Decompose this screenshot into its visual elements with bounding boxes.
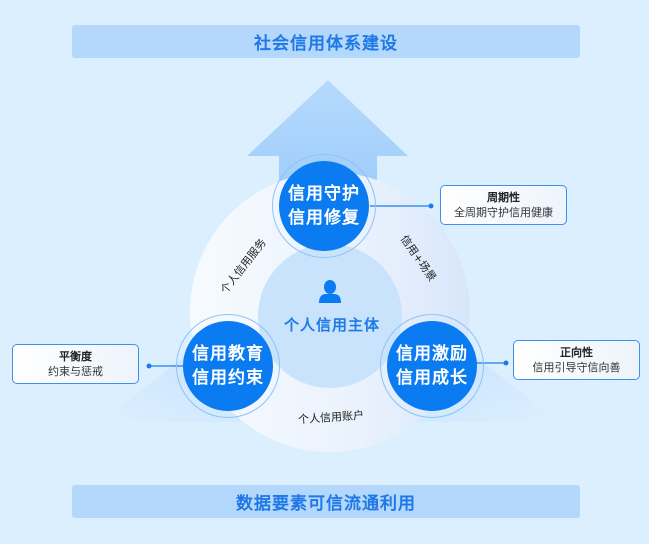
callout-right-title: 正向性 (560, 346, 593, 359)
node-top-line2: 信用修复 (288, 208, 360, 228)
connector-dot-right (503, 360, 509, 366)
node-top-ring (272, 154, 376, 258)
node-left-ring (176, 314, 280, 418)
user-icon (319, 280, 341, 303)
callout-top-right: 周期性 全周期守护信用健康 (440, 185, 567, 225)
connector-dot-left (146, 363, 152, 369)
node-left: 信用教育 信用约束 (183, 321, 273, 411)
top-banner: 社会信用体系建设 (72, 25, 580, 58)
bottom-banner-label: 数据要素可信流通利用 (236, 494, 416, 514)
node-top-line1: 信用守护 (288, 184, 360, 204)
center-label: 个人信用主体 (283, 316, 380, 334)
callout-left-title: 平衡度 (59, 350, 92, 363)
node-top: 信用守护 信用修复 (279, 161, 369, 251)
callout-left-desc: 约束与惩戒 (48, 365, 103, 378)
node-right: 信用激励 信用成长 (387, 321, 477, 411)
node-right-ring (380, 314, 484, 418)
node-left-line2: 信用约束 (192, 368, 264, 388)
top-banner-label: 社会信用体系建设 (254, 34, 398, 54)
node-right-line2: 信用成长 (396, 368, 468, 388)
node-left-line1: 信用教育 (192, 344, 264, 364)
inner-circle (258, 244, 402, 388)
connector-dot-top-right (428, 203, 434, 209)
node-right-line1: 信用激励 (396, 344, 468, 364)
callout-top-right-desc: 全周期守护信用健康 (454, 206, 553, 219)
callout-left: 平衡度 约束与惩戒 (12, 344, 139, 384)
callout-top-right-title: 周期性 (487, 191, 520, 204)
callout-right-desc: 信用引导守信向善 (532, 361, 621, 374)
callout-right: 正向性 信用引导守信向善 (513, 340, 640, 380)
bottom-banner: 数据要素可信流通利用 (72, 485, 580, 518)
